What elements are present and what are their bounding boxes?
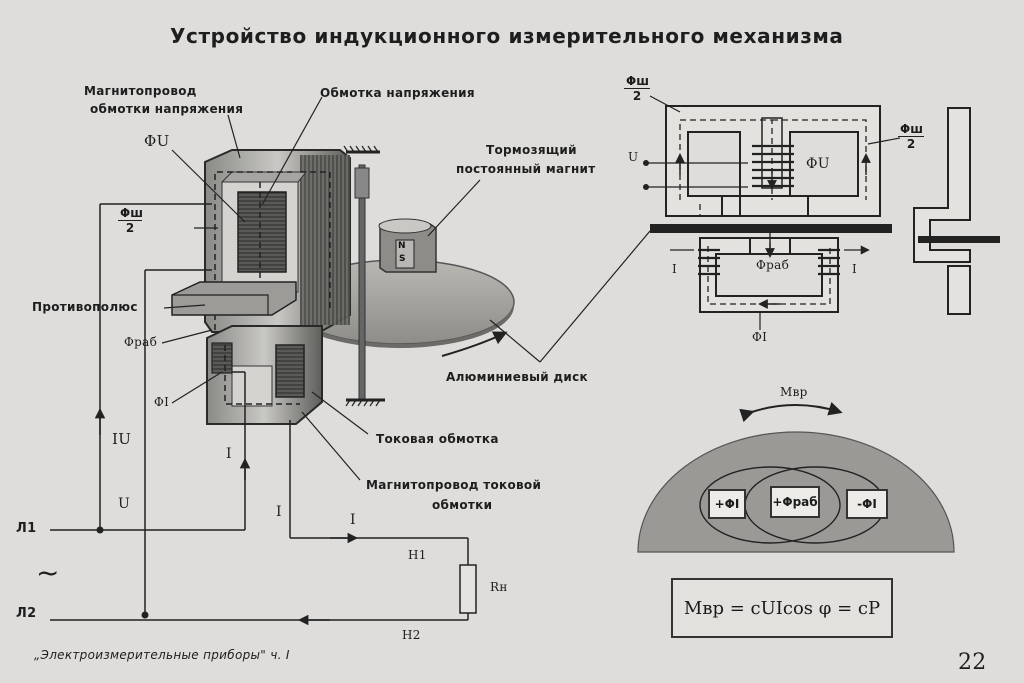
leader-lines	[161, 96, 651, 481]
voltage-flux-path	[214, 171, 331, 330]
label-counter-pole: Противополюс	[32, 300, 138, 314]
label-magnetoprovod-voltage-1: Магнитопровод	[84, 84, 197, 98]
junction-l1	[96, 526, 104, 534]
label-aluminium-disk: Алюминиевый диск	[446, 370, 588, 384]
label-voltage-winding: Обмотка напряжения	[320, 86, 475, 100]
flux-box-minus-i: -ΦI	[846, 489, 888, 519]
schematic-label-phi-u: ΦU	[806, 156, 830, 172]
label-brake-magnet-1: Тормозящий	[486, 143, 577, 157]
brake-magnet	[378, 218, 437, 273]
schematic-label-u: U	[628, 150, 639, 164]
label-i-u: IU	[112, 430, 132, 448]
schematic-phi-sh-left: Φш 2	[624, 74, 650, 103]
magnet-s-pole: S	[399, 254, 406, 264]
voltage-winding-coil	[237, 191, 287, 273]
junction-l2	[141, 611, 149, 619]
phi-sh-numerator: Φш	[118, 206, 143, 221]
label-h1: H1	[408, 548, 427, 562]
torque-arrow	[739, 401, 843, 423]
label-magnetoprovod-current-2: обмотки	[432, 498, 493, 512]
load-resistor	[459, 564, 477, 614]
label-r-n: Rн	[490, 580, 508, 594]
schematic-phi-sh-left-den: 2	[632, 89, 642, 103]
disk-shaft	[358, 164, 366, 401]
magnet-n-pole: N	[398, 241, 406, 251]
label-u: U	[118, 496, 131, 512]
label-h2: H2	[402, 628, 421, 642]
top-support-hatch	[343, 145, 379, 153]
label-i-vertical: I	[226, 446, 232, 462]
label-i-wire-right: I	[350, 512, 356, 528]
label-l1: Л1	[16, 521, 37, 536]
page-number: 22	[958, 650, 987, 675]
label-l2: Л2	[16, 606, 37, 621]
label-m-vr: Mвр	[780, 385, 808, 399]
source-caption: „Электроизмерительные приборы" ч. I	[34, 648, 290, 662]
circuit-wires	[50, 203, 469, 621]
schematic-label-phi-rab: Φраб	[756, 258, 790, 272]
bottom-support-hatch	[345, 399, 381, 407]
label-ac-symbol: ~	[36, 556, 60, 589]
shaft-bearing-top	[354, 167, 370, 199]
flux-box-plus-rab: +Φраб	[770, 486, 820, 518]
schematic-label-i-left: I	[672, 262, 678, 276]
schematic-phi-sh-right-num: Φш	[898, 122, 924, 137]
schematic-phi-sh-left-num: Φш	[624, 74, 650, 89]
rotation-arrow	[441, 331, 508, 357]
label-magnetoprovod-current-1: Магнитопровод токовой	[366, 478, 542, 492]
schematic-phi-sh-right: Φш 2	[898, 122, 924, 151]
schematic-label-i-right: I	[852, 262, 858, 276]
label-magnetoprovod-voltage-2: обмотки напряжения	[90, 102, 244, 116]
page-title: Устройство индукционного измерительного …	[170, 24, 844, 48]
current-winding-coil	[211, 342, 305, 398]
side-view-sketch	[913, 107, 1000, 315]
schematic-phi-sh-right-den: 2	[906, 137, 916, 151]
label-phi-u: ΦU	[144, 132, 170, 150]
label-phi-rab: Φраб	[124, 335, 158, 349]
label-current-winding: Токовая обмотка	[376, 432, 499, 446]
schematic-magnetic-circuit	[643, 95, 901, 330]
counter-pole	[171, 281, 297, 316]
torque-diagram	[637, 401, 955, 553]
label-phi-i: ΦI	[154, 395, 170, 409]
label-brake-magnet-2: постоянный магнит	[456, 162, 596, 176]
flux-box-plus-i: +ΦI	[708, 489, 746, 519]
label-i-wire: I	[276, 504, 282, 520]
label-phi-sh-fraction: Φш 2	[118, 206, 143, 235]
schematic-label-phi-i: ΦI	[752, 330, 768, 344]
phi-sh-denominator: 2	[125, 221, 135, 235]
torque-formula: Mвр = cUIcos φ = cP	[671, 578, 893, 638]
